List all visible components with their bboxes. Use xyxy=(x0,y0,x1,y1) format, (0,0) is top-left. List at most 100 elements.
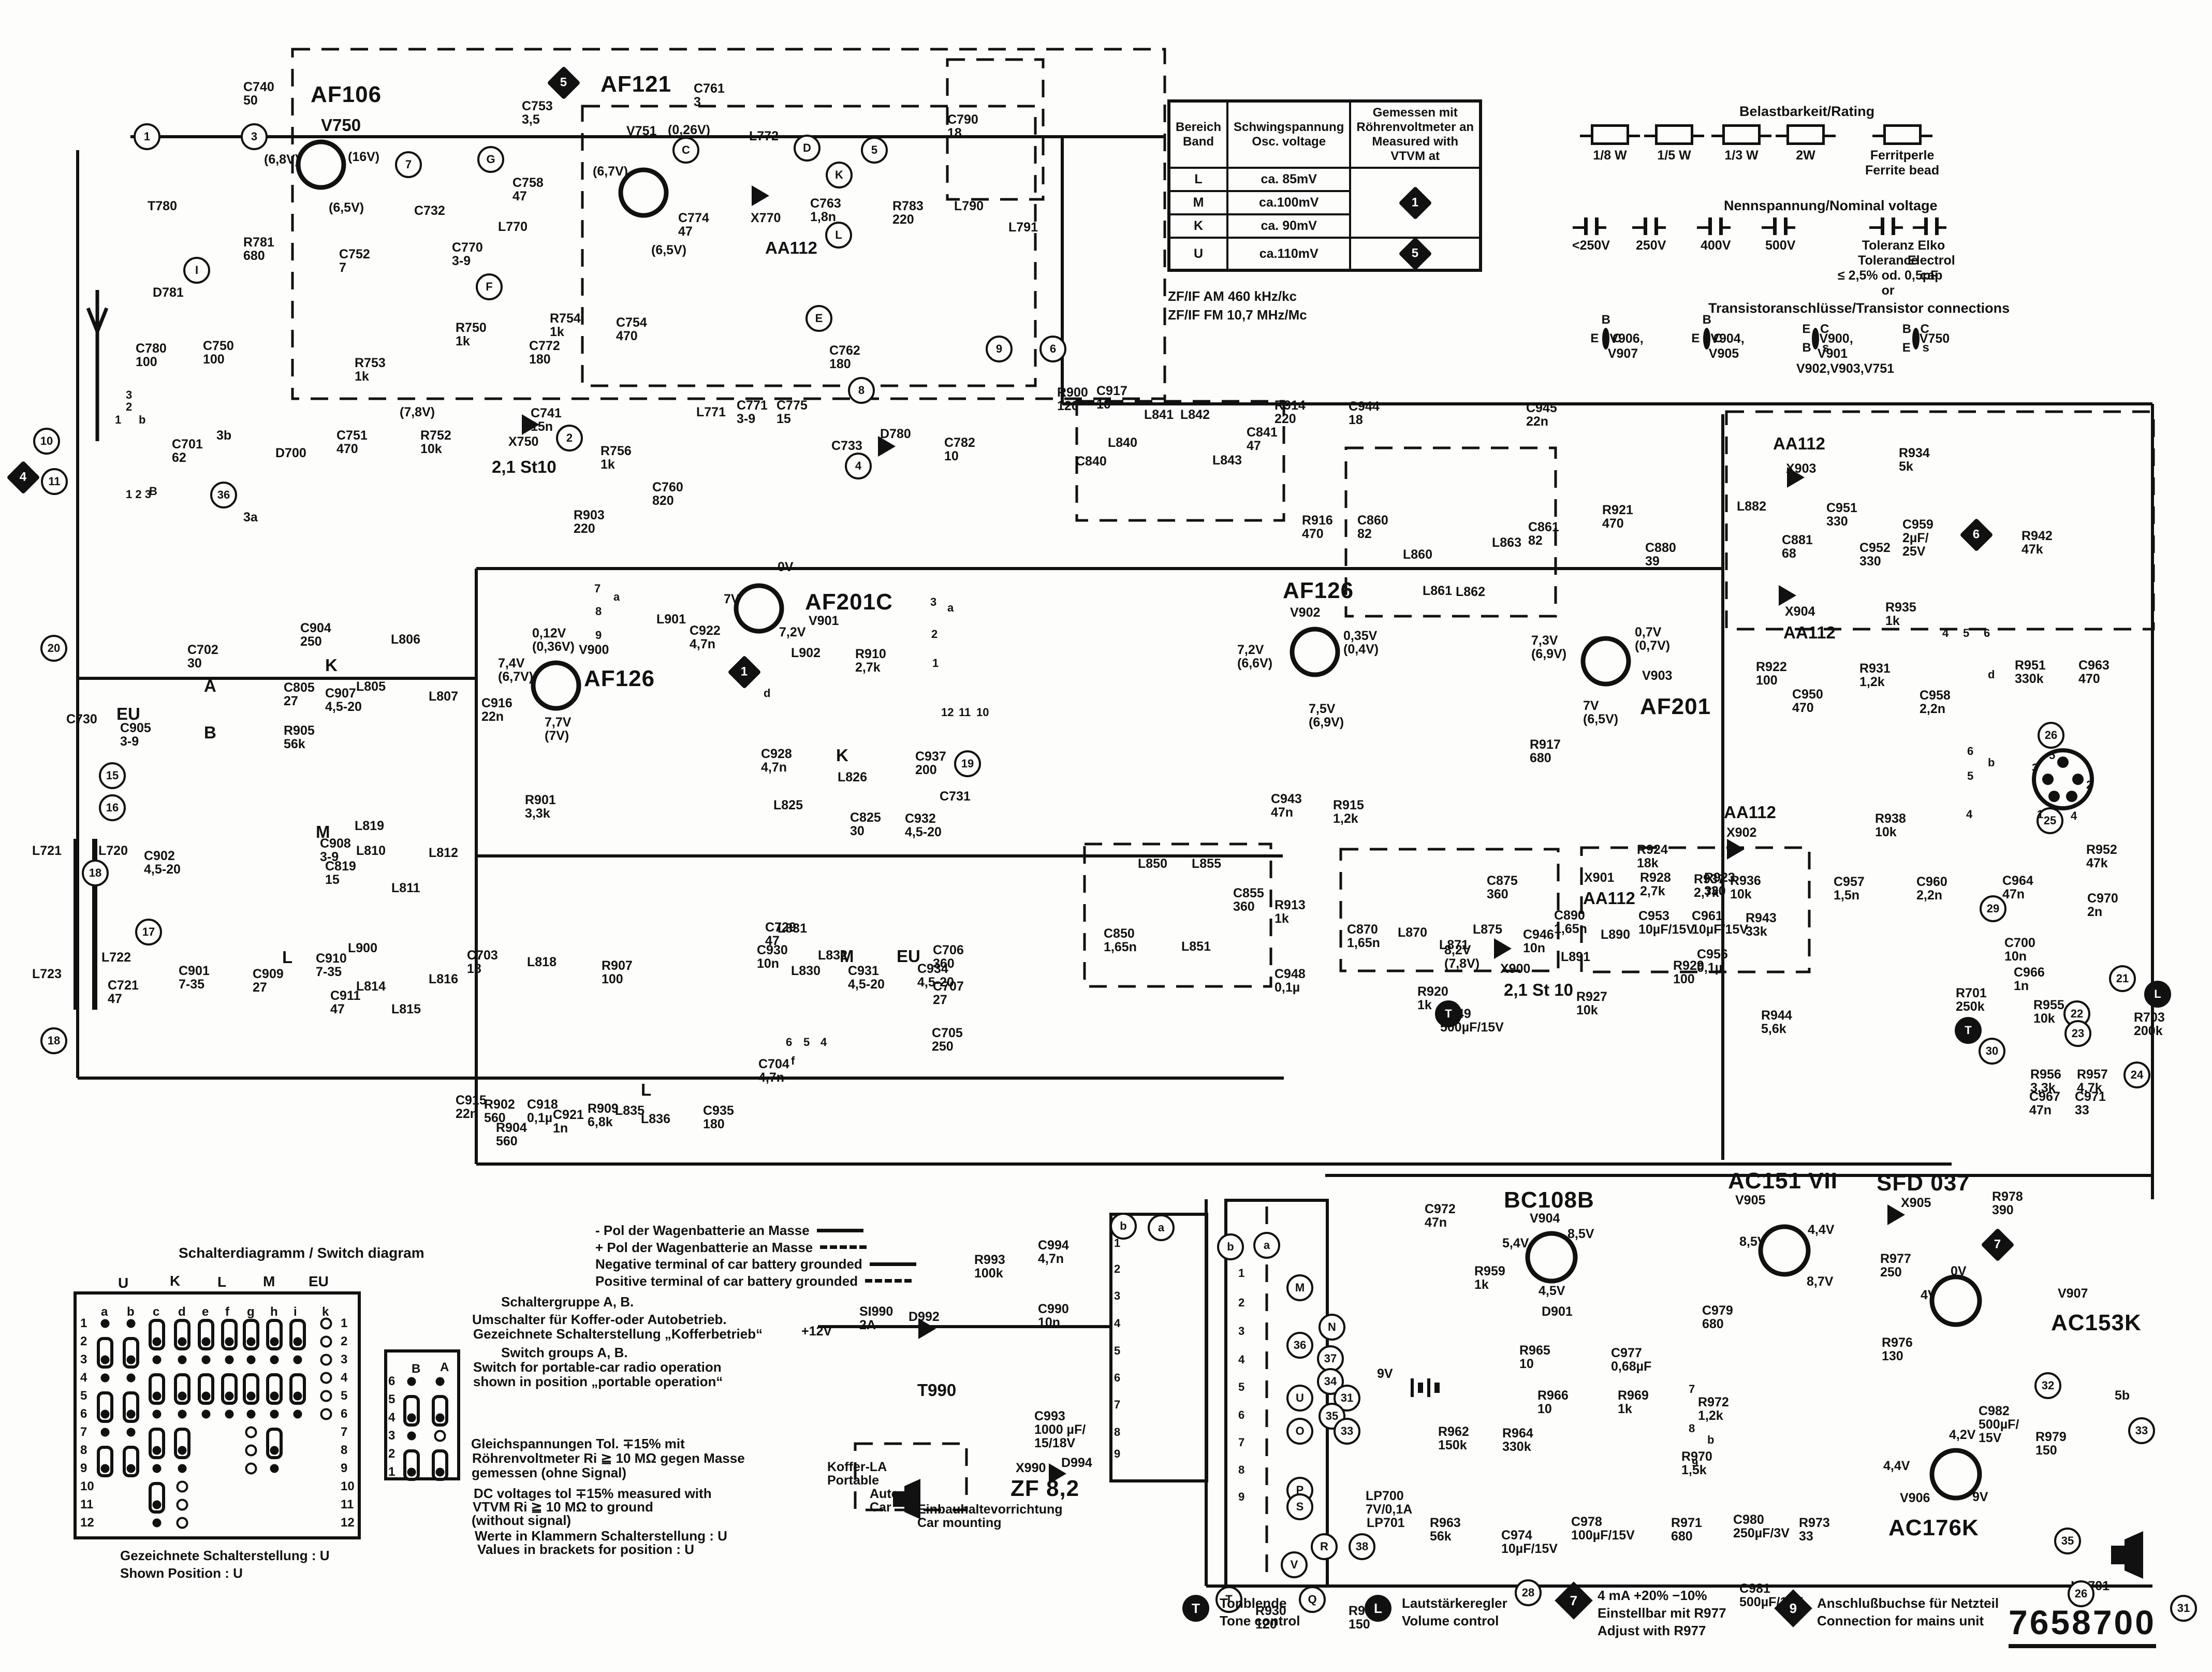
switch-row-number: 5 xyxy=(388,1392,395,1406)
component-label: T990 xyxy=(917,1380,957,1400)
band-cell: K xyxy=(1167,213,1229,239)
switch-contact xyxy=(100,1319,110,1328)
component-label: b xyxy=(139,413,146,426)
component-label: 4,5V xyxy=(1539,1284,1565,1298)
component-label: L814 xyxy=(356,979,386,994)
component-label: C754 470 xyxy=(616,315,647,343)
voltage-cell: ca. 90mV xyxy=(1226,213,1352,239)
component-label: L891 xyxy=(1561,950,1590,964)
component-label: 36 xyxy=(210,482,237,508)
component-label: C753 3,5 xyxy=(522,99,553,127)
component-label: 25 xyxy=(2037,807,2063,834)
switch-contact xyxy=(176,1517,188,1529)
component-label: 8 xyxy=(848,377,875,404)
component-label: C840 xyxy=(1076,454,1107,469)
component-label: C850 1,65n xyxy=(1104,926,1137,954)
component-label: C880 39 xyxy=(1645,541,1676,569)
component-label: 2 xyxy=(1238,1296,1245,1309)
legend-mains-connection: 9 Anschlußbuchse für Netzteil Connection… xyxy=(1774,1589,1999,1630)
component-label: C706 360 xyxy=(933,943,964,971)
component-label: 6 xyxy=(1238,1408,1245,1421)
component-label: R913 1k xyxy=(1275,898,1306,926)
component-label: C701 62 xyxy=(172,437,203,465)
component-label: C994 4,7n xyxy=(1038,1238,1069,1266)
component-label: 1 2 3 xyxy=(126,488,151,501)
switch-contact xyxy=(178,1446,187,1455)
component-label: M xyxy=(840,947,854,966)
switch-col-letter: b xyxy=(127,1305,135,1319)
component-label: C937 200 xyxy=(915,749,946,777)
switch-contact xyxy=(434,1430,446,1442)
resistor-rating-icon xyxy=(1776,124,1836,145)
component-label: R978 390 xyxy=(1992,1189,2023,1217)
component-label: R921 470 xyxy=(1602,503,1633,531)
component-label: I xyxy=(183,257,210,284)
component-label: C915 22n xyxy=(456,1093,487,1121)
speaker-icon xyxy=(893,1479,2143,1579)
switch-row-number: 2 xyxy=(80,1334,87,1348)
component-label: C964 47n xyxy=(2002,874,2033,902)
component-label: 8 xyxy=(1238,1463,1245,1476)
voltage-legend-title: Nennspannung/Nominal voltage xyxy=(1724,198,1938,213)
switch-contact xyxy=(221,1319,238,1350)
component-label: C928 4,7n xyxy=(761,747,792,775)
component-label: 8 xyxy=(595,605,602,618)
component-label: R964 330k xyxy=(1502,1426,1533,1454)
component-label: 31 xyxy=(1334,1385,1360,1412)
component-label: R963 56k xyxy=(1430,1516,1461,1544)
switch-contact xyxy=(152,1500,162,1509)
component-label: E xyxy=(805,305,832,332)
component-label: L830 xyxy=(791,964,821,978)
component-label: 28 xyxy=(1515,1579,1542,1606)
component-label: L790 xyxy=(954,199,984,213)
component-label: C966 1n xyxy=(2014,965,2045,993)
component-label: C758 47 xyxy=(512,176,544,203)
component-label: C911 47 xyxy=(330,988,361,1016)
component-label: C825 30 xyxy=(850,810,881,838)
component-label: C917 10 xyxy=(1096,384,1127,412)
component-label: C946 10n xyxy=(1523,927,1554,955)
component-label: 9 xyxy=(1114,1447,1121,1460)
component-label: L861 xyxy=(1423,584,1452,598)
switch-contact xyxy=(245,1444,257,1457)
component-label: C960 2,2n xyxy=(1916,875,1947,903)
note-dc-de-3: gemessen (ohne Signal) xyxy=(472,1465,627,1480)
component-label: 6 xyxy=(1039,336,1066,362)
component-label: C707 27 xyxy=(933,979,964,1007)
component-label: R930 120 xyxy=(1255,1604,1286,1632)
component-label: (6,7V) xyxy=(593,164,628,179)
component-label: 4 xyxy=(1238,1353,1245,1366)
component-label: L902 xyxy=(791,646,821,660)
component-label: R965 10 xyxy=(1519,1343,1550,1371)
component-label: b xyxy=(1217,1233,1244,1260)
component-label: C782 10 xyxy=(944,435,975,463)
voltage-legend-item: <250V xyxy=(1572,217,1610,253)
component-label: 1 xyxy=(932,657,939,670)
component-label: C763 1,8n xyxy=(810,196,841,224)
component-label: L721 xyxy=(32,844,62,858)
note-dc-en-2: VTVM Ri ≧ 10 MΩ to ground xyxy=(473,1499,653,1515)
component-label: L805 xyxy=(356,679,386,694)
component-label: (16V) xyxy=(348,150,380,164)
resistor-rating-icon xyxy=(1644,124,1704,145)
component-label: AA112 xyxy=(1773,434,1825,453)
component-label: C993 1000 µF/ 15/18V xyxy=(1034,1409,1086,1450)
component-label: C977 0,68µF xyxy=(1611,1346,1652,1374)
switch-col-letter: i xyxy=(294,1305,297,1319)
component-label: 5b xyxy=(2115,1388,2130,1403)
voltage-legend-item: Elko Electrol cap xyxy=(1908,217,1955,283)
capacitor-voltage-icon xyxy=(1912,217,1946,235)
band-header: K xyxy=(170,1273,181,1289)
switch-contact xyxy=(435,1377,445,1386)
component-label: U xyxy=(1286,1385,1313,1412)
component-label: R756 1k xyxy=(600,444,632,472)
diamond-9-icon: 9 xyxy=(1774,1589,1812,1627)
component-label: L871 xyxy=(1439,938,1469,952)
switch-contact xyxy=(270,1409,279,1419)
component-label: C958 2,2n xyxy=(1920,688,1951,716)
component-label: 7 xyxy=(1238,1436,1245,1449)
switch-contact xyxy=(178,1391,187,1401)
switch-contact xyxy=(435,1413,445,1422)
